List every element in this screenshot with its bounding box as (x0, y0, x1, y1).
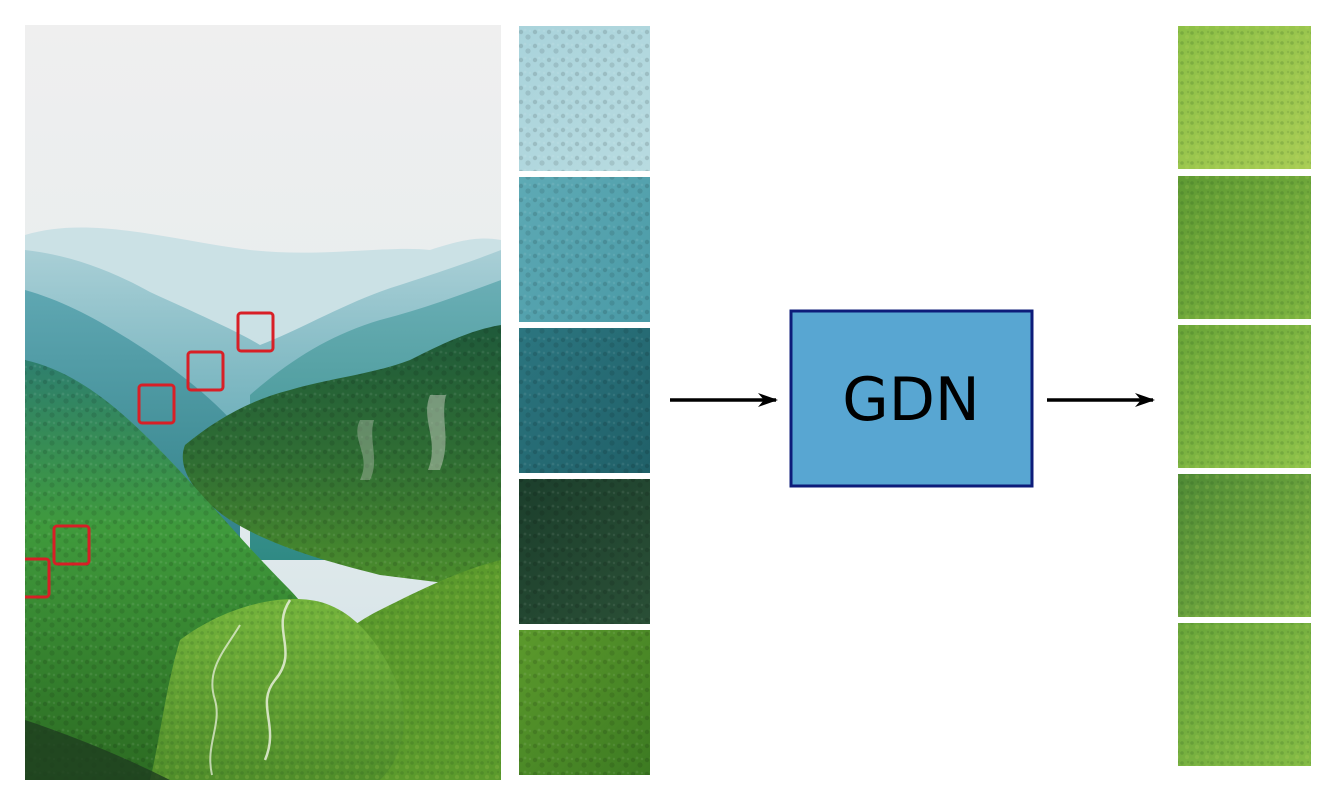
input-patch (519, 26, 650, 171)
input-landscape-image (25, 25, 501, 780)
input-patch (519, 328, 650, 473)
output-patch (1178, 474, 1311, 617)
highlight-box (25, 557, 51, 599)
gdn-label: GDN (842, 365, 980, 435)
input-patch (519, 177, 650, 322)
input-patches-column (519, 26, 650, 775)
output-patch (1178, 325, 1311, 468)
output-patches-column (1178, 26, 1311, 766)
input-patch (519, 479, 650, 624)
gdn-block: GDN (789, 309, 1034, 488)
output-patch (1178, 623, 1311, 766)
highlight-box (52, 524, 91, 566)
highlight-box (137, 383, 176, 425)
output-patch (1178, 176, 1311, 319)
patch-highlight-boxes (25, 311, 275, 599)
highlight-box (186, 350, 225, 392)
output-patch (1178, 26, 1311, 169)
highlight-box (236, 311, 275, 353)
input-patch (519, 630, 650, 775)
